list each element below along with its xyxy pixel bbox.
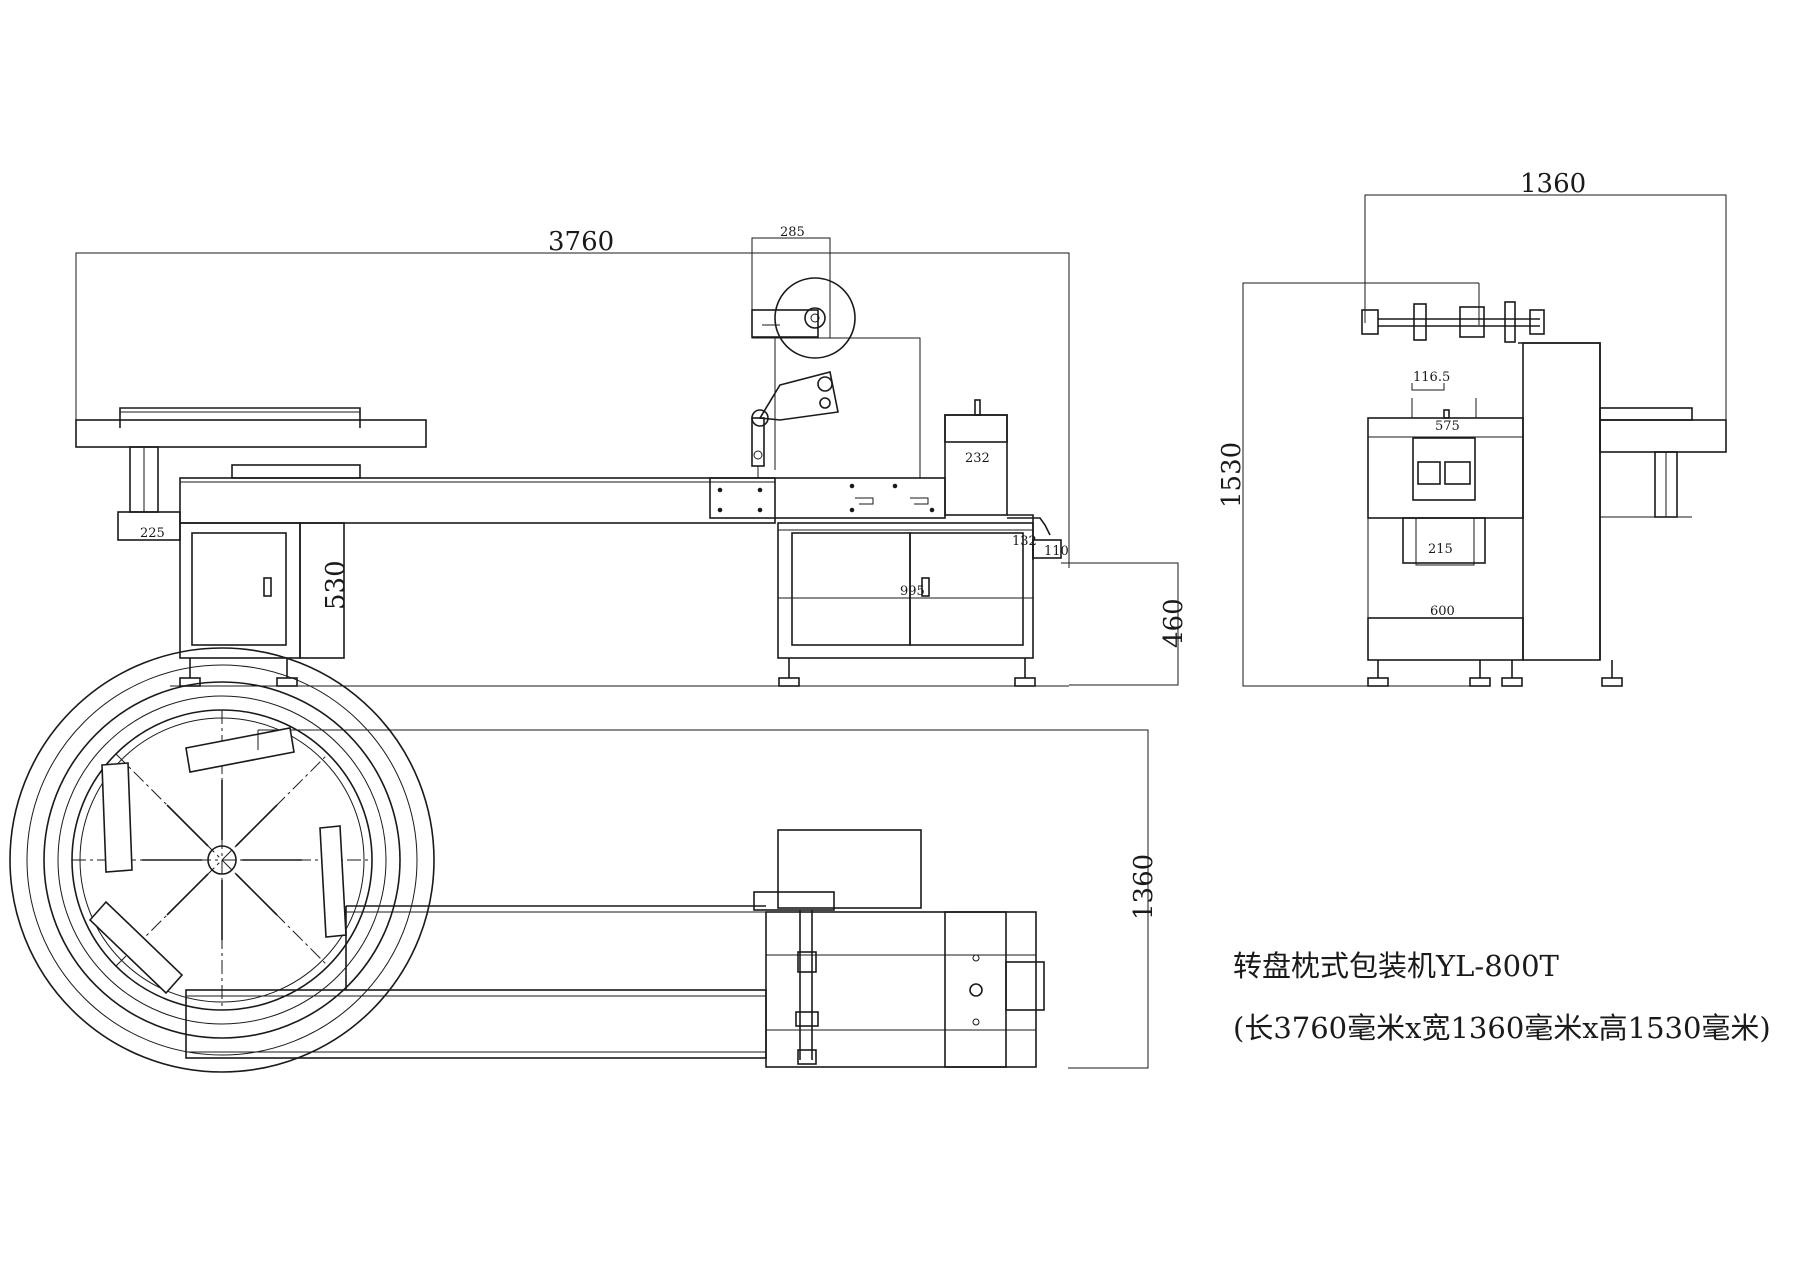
right-cabinet-door-right <box>909 532 1024 646</box>
top-view-film-holder <box>753 891 835 911</box>
end-view: 1360 1530 116.5 575 215 600 <box>1217 169 1727 687</box>
left-cabinet-side <box>299 522 345 659</box>
outfeed-dim-frame <box>1061 562 1179 686</box>
top-view: 1360 <box>9 647 1159 1073</box>
turntable <box>9 647 435 1073</box>
feeder-bottom-left <box>88 900 184 995</box>
drawing-subtitle: (长3760毫米x宽1360毫米x高1530毫米) <box>1233 1011 1771 1045</box>
dim-top-width: 1360 <box>1129 854 1159 920</box>
feeder-left <box>101 762 133 873</box>
right-cabinet-door-left <box>791 532 911 646</box>
conveyor-guide <box>231 464 361 479</box>
shaft-coupling-right <box>1529 309 1545 335</box>
dim-film-roll-width: 285 <box>780 225 805 240</box>
top-view-shaft <box>795 910 819 1065</box>
drawing-title: 转盘枕式包装机YL-800T <box>1233 949 1559 983</box>
outfeed-top <box>1007 517 1051 536</box>
infeed-rail <box>119 407 361 428</box>
dim-middle-a: 232 <box>965 451 990 466</box>
dim-overall-length: 3760 <box>548 227 614 257</box>
dim-line-top-width <box>258 729 1149 1069</box>
dim-inner: 215 <box>1428 542 1453 557</box>
dim-cabinet: 995 <box>900 584 925 599</box>
top-view-sealing-block <box>765 911 1037 1068</box>
dim-top-small: 116.5 <box>1413 370 1450 385</box>
dim-top-small-b: 575 <box>1435 419 1460 434</box>
end-view-feet <box>1367 660 1623 687</box>
dim-middle-b: 132 <box>1012 534 1037 549</box>
turntable-outer <box>9 647 435 1073</box>
end-view-base <box>1367 617 1524 661</box>
end-view-side-conveyor <box>1599 407 1693 421</box>
shaft-coupling-mid <box>1459 306 1485 338</box>
side-view: 3760 225 530 285 <box>75 225 1189 687</box>
infeed-conveyor-top <box>75 419 427 448</box>
dim-left-leg-height: 530 <box>321 560 351 610</box>
top-view-right-panel <box>944 911 1007 1068</box>
controller-box <box>944 414 1008 443</box>
film-path <box>830 337 921 478</box>
left-cabinet <box>179 522 301 659</box>
dim-overall-height: 1530 <box>1217 442 1247 508</box>
end-view-block <box>1412 437 1476 501</box>
dim-infeed-height: 225 <box>140 526 165 541</box>
dim-overall-width: 1360 <box>1520 169 1586 199</box>
right-feet <box>778 658 1036 687</box>
turntable-pockets <box>142 780 302 940</box>
right-cabinet-handle <box>921 577 930 597</box>
dim-line-overall-height <box>1242 282 1479 687</box>
dim-line-overall-length <box>75 252 1070 568</box>
outfeed-chute <box>1032 539 1062 559</box>
end-view-column <box>1522 342 1601 661</box>
left-cabinet-door <box>191 532 287 646</box>
film-roll-frame <box>751 237 831 339</box>
film-roll-arm <box>751 309 819 338</box>
dim-line-overall-width <box>1364 194 1727 450</box>
film-guide-plate <box>758 371 839 421</box>
top-view-knob <box>969 983 983 997</box>
film-roll <box>774 277 856 359</box>
left-feet <box>179 658 298 687</box>
feeder-right <box>319 825 347 938</box>
main-conveyor <box>179 477 776 524</box>
feeder-top <box>185 727 295 773</box>
controller-knob <box>974 399 981 416</box>
left-cabinet-handle <box>263 577 272 597</box>
dim-outfeed-height: 460 <box>1159 598 1189 648</box>
right-cabinet <box>777 522 1034 659</box>
top-view-head-housing <box>777 829 922 909</box>
sealing-panel-holes <box>717 483 935 513</box>
film-roll-hub <box>804 307 826 329</box>
sealing-panel <box>709 477 946 519</box>
dim-base: 600 <box>1430 604 1455 619</box>
shaft-coupling-left <box>1361 309 1379 335</box>
dim-middle-c: 110 <box>1044 544 1069 559</box>
end-view-frame <box>1518 342 1601 660</box>
top-view-outfeed <box>1005 961 1045 1011</box>
